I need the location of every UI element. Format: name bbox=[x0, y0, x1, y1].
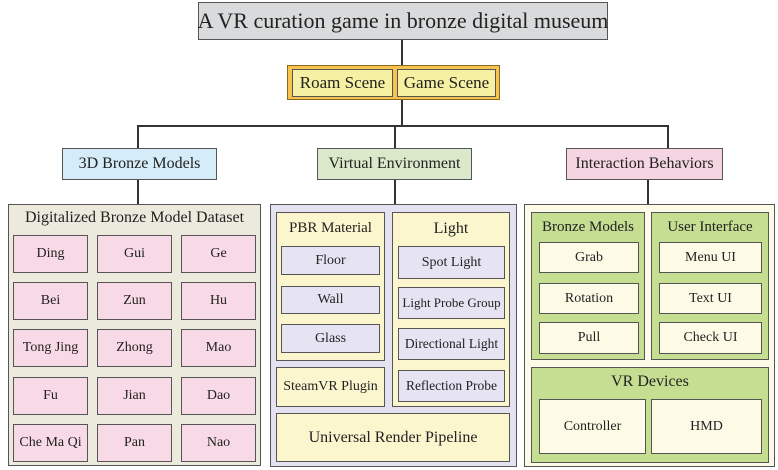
connector bbox=[667, 125, 669, 148]
steamvr-plugin: SteamVR Plugin bbox=[276, 367, 385, 407]
dataset-title: Digitalized Bronze Model Dataset bbox=[24, 209, 245, 226]
bronze-models-title: Bronze Models bbox=[541, 219, 635, 235]
device-item: Controller bbox=[539, 399, 646, 454]
device-item: HMD bbox=[651, 399, 762, 454]
light-title: Light bbox=[433, 220, 469, 237]
light-item: Light Probe Group bbox=[398, 287, 505, 319]
dataset-item: Tong Jing bbox=[13, 329, 88, 367]
connector bbox=[137, 125, 139, 148]
pbr-title: PBR Material bbox=[289, 220, 372, 236]
interaction-item: Pull bbox=[539, 322, 639, 354]
dataset-item: Jian bbox=[97, 377, 172, 415]
dataset-item: Nao bbox=[181, 424, 256, 462]
branch-interaction-behaviors: Interaction Behaviors bbox=[566, 148, 723, 180]
dataset-item: Dao bbox=[181, 377, 256, 415]
light-item: Directional Light bbox=[398, 328, 505, 360]
vr-devices-title: VR Devices bbox=[611, 373, 689, 390]
connector bbox=[647, 180, 649, 204]
dataset-item: Che Ma Qi bbox=[13, 424, 88, 462]
ui-item: Menu UI bbox=[659, 242, 762, 273]
dataset-item: Ge bbox=[181, 235, 256, 273]
connector bbox=[394, 125, 396, 148]
dataset-item: Ding bbox=[13, 235, 88, 273]
dataset-item: Gui bbox=[97, 235, 172, 273]
connector bbox=[401, 100, 403, 125]
light-item: Reflection Probe bbox=[398, 370, 505, 402]
dataset-item: Zun bbox=[97, 282, 172, 320]
connector bbox=[394, 180, 396, 204]
ui-item: Text UI bbox=[659, 283, 762, 314]
dataset-item: Fu bbox=[13, 377, 88, 415]
connector bbox=[137, 180, 139, 204]
pbr-item: Wall bbox=[281, 286, 380, 314]
branch-virtual-environment: Virtual Environment bbox=[317, 148, 472, 180]
branch-3d-bronze-models: 3D Bronze Models bbox=[62, 148, 217, 180]
interaction-item: Grab bbox=[539, 242, 639, 273]
connector bbox=[137, 125, 668, 127]
pbr-item: Floor bbox=[281, 246, 380, 275]
dataset-item: Pan bbox=[97, 424, 172, 462]
diagram-title: A VR curation game in bronze digital mus… bbox=[198, 2, 608, 40]
user-interface-title: User Interface bbox=[667, 219, 753, 235]
connector bbox=[401, 40, 403, 65]
dataset-item: Mao bbox=[181, 329, 256, 367]
pbr-item: Glass bbox=[281, 324, 380, 353]
dataset-item: Hu bbox=[181, 282, 256, 320]
light-item: Spot Light bbox=[398, 246, 505, 279]
ui-item: Check UI bbox=[659, 322, 762, 354]
dataset-item: Zhong bbox=[97, 329, 172, 367]
dataset-item: Bei bbox=[13, 282, 88, 320]
game-scene: Game Scene bbox=[397, 69, 496, 97]
universal-render-pipeline: Universal Render Pipeline bbox=[276, 413, 510, 462]
roam-scene: Roam Scene bbox=[292, 69, 393, 97]
interaction-item: Rotation bbox=[539, 283, 639, 314]
